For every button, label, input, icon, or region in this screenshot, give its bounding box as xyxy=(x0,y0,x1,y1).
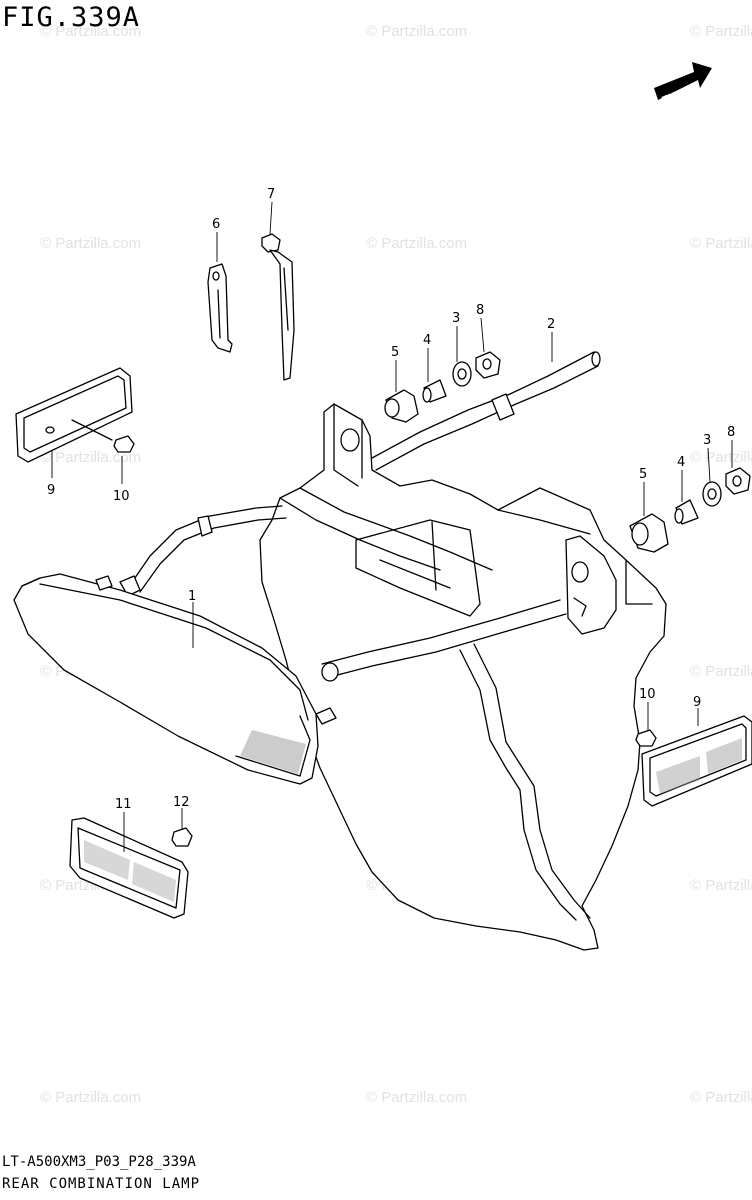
part-reflector-left xyxy=(15,367,133,463)
callout-label: 7 xyxy=(267,187,275,202)
callout-label: 6 xyxy=(212,217,220,232)
watermark: © Partzilla.com xyxy=(690,1089,752,1106)
part-wire-harness xyxy=(119,505,287,597)
part-rear-bracket xyxy=(259,403,667,951)
callout-label: 4 xyxy=(677,455,685,470)
callout-label: 5 xyxy=(639,467,647,482)
part-reflector-right xyxy=(641,715,752,807)
part-rear-combination-lamp xyxy=(13,573,337,785)
part-nut-left xyxy=(113,435,135,453)
part-side-reflector xyxy=(69,817,189,919)
watermark: © Partzilla.com xyxy=(366,23,467,40)
callout-label: 11 xyxy=(115,797,132,812)
part-nut-lower-right xyxy=(635,729,657,747)
callout-label: 3 xyxy=(703,433,711,448)
figure-title: FIG.339A xyxy=(2,2,141,33)
figure-name: REAR COMBINATION LAMP xyxy=(2,1176,201,1192)
part-nut-side-reflector xyxy=(171,827,193,847)
part-washer-right xyxy=(702,481,722,507)
part-cable-tie xyxy=(261,233,295,381)
callout-labels: 6 7 5 4 3 8 2 5 4 3 8 9 10 1 10 9 11 12 xyxy=(47,187,735,812)
figure-code: LT-A500XM3_P03_P28_339A xyxy=(2,1154,196,1170)
part-nut-upper xyxy=(475,351,501,379)
part-grommet-upper xyxy=(384,389,419,423)
callout-label: 10 xyxy=(113,489,130,504)
watermark: © Partzilla.com xyxy=(40,449,141,466)
callout-label: 4 xyxy=(423,333,431,348)
part-collar-right xyxy=(674,499,699,525)
part-clamp xyxy=(207,263,233,353)
watermark: © Partzilla.com xyxy=(40,23,141,40)
callout-label: 10 xyxy=(639,687,656,702)
callout-label: 8 xyxy=(476,303,484,318)
watermark: © Partzilla.com xyxy=(40,235,141,252)
callout-label: 8 xyxy=(727,425,735,440)
watermark: © Partzilla.com xyxy=(690,23,752,40)
watermark: © Partzilla.com xyxy=(690,449,752,466)
watermark: © Partzilla.com xyxy=(690,235,752,252)
leader-lines xyxy=(51,201,733,852)
watermark: © Partzilla.com xyxy=(366,1089,467,1106)
part-cord xyxy=(371,351,601,471)
part-nut-right xyxy=(725,467,751,495)
callout-label: 3 xyxy=(452,311,460,326)
watermark: © Partzilla.com xyxy=(690,663,752,680)
part-collar-upper xyxy=(422,379,447,403)
callout-label: 12 xyxy=(173,795,190,810)
callout-label: 1 xyxy=(188,589,196,604)
callout-label: 5 xyxy=(391,345,399,360)
part-washer-upper xyxy=(452,361,472,387)
part-grommet-right xyxy=(629,513,669,553)
watermark: © Partzilla.com xyxy=(366,235,467,252)
callout-label: 9 xyxy=(47,483,55,498)
callout-label: 9 xyxy=(693,695,701,710)
callout-label: 2 xyxy=(547,317,555,332)
fwd-arrow-icon: FWD xyxy=(654,62,712,108)
watermark: © Partzilla.com xyxy=(40,1089,141,1106)
watermark: © Partzilla.com xyxy=(690,877,752,894)
